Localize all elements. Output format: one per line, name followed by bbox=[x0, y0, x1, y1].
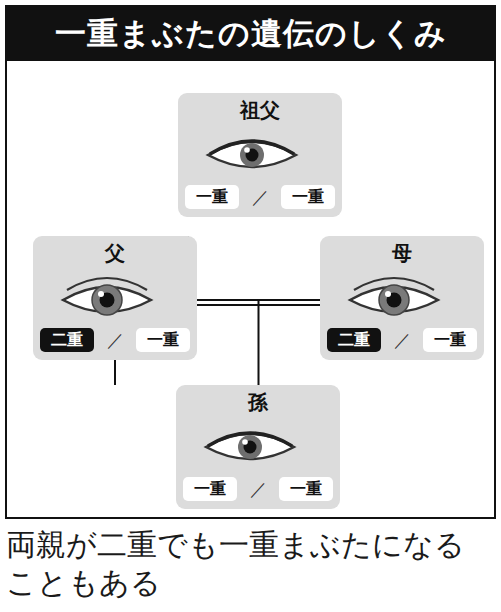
person-box: 父／二重一重 bbox=[33, 236, 197, 360]
person-label: 祖父 bbox=[178, 93, 342, 122]
person-box: 孫／一重一重 bbox=[176, 385, 340, 509]
person-label: 母 bbox=[320, 236, 484, 265]
gene-badge: 二重 bbox=[327, 328, 381, 352]
gene-badge: 一重 bbox=[279, 477, 333, 501]
caption: 両親が二重でも一重まぶたになる こともある bbox=[6, 526, 488, 602]
gene-badge: 一重 bbox=[281, 185, 335, 209]
eye-icon bbox=[200, 417, 300, 473]
gene-badge: 一重 bbox=[423, 328, 477, 352]
gene-badge: 一重 bbox=[185, 185, 239, 209]
gene-label: 一重 bbox=[196, 187, 228, 207]
diagram-title: 一重まぶたの遺伝のしくみ bbox=[55, 13, 447, 55]
gene-badge: 一重 bbox=[183, 477, 237, 501]
title-bar: 一重まぶたの遺伝のしくみ bbox=[7, 7, 494, 61]
person-box: 祖父／一重一重 bbox=[178, 93, 342, 217]
gene-label: 一重 bbox=[434, 330, 466, 350]
person-label: 孫 bbox=[176, 385, 340, 414]
person-label: 父 bbox=[33, 236, 197, 265]
gene-label: 二重 bbox=[338, 330, 370, 350]
gene-badge: 一重 bbox=[136, 328, 190, 352]
eye-icon bbox=[344, 268, 444, 324]
gene-label: 一重 bbox=[290, 479, 322, 499]
family-line bbox=[259, 300, 321, 385]
gene-label: 二重 bbox=[51, 330, 83, 350]
eye-icon bbox=[202, 125, 302, 181]
gene-label: 一重 bbox=[194, 479, 226, 499]
person-box: 母／二重一重 bbox=[320, 236, 484, 360]
gene-label: 一重 bbox=[147, 330, 179, 350]
marriage-double-line bbox=[197, 304, 320, 306]
gene-label: 一重 bbox=[292, 187, 324, 207]
gene-badge: 二重 bbox=[40, 328, 94, 352]
eye-icon bbox=[57, 268, 157, 324]
